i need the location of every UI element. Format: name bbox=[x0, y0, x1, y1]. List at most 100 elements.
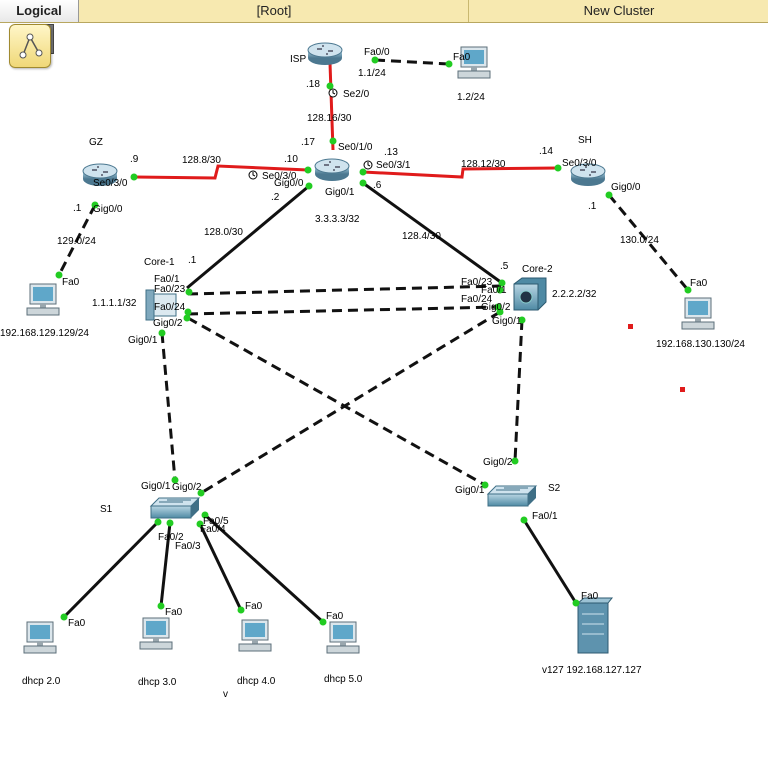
link-center-core2[interactable] bbox=[362, 181, 503, 285]
pc-sh-fa0: Fa0 bbox=[690, 278, 708, 289]
core2-fa01: Fa0/1 bbox=[481, 285, 507, 296]
ethernet-links bbox=[62, 181, 578, 624]
logical-tab[interactable]: Logical bbox=[0, 0, 79, 22]
pc-dhcp5[interactable] bbox=[326, 621, 360, 654]
link-center-core1[interactable] bbox=[186, 184, 310, 290]
link-s1-pc1[interactable] bbox=[62, 520, 160, 619]
center-2: .2 bbox=[271, 192, 280, 203]
s1-fa04: Fa0/4 bbox=[200, 524, 226, 535]
topology-nav-icon bbox=[19, 33, 43, 59]
link-s1-pc4[interactable] bbox=[203, 513, 325, 624]
isp-link-net: 128.16/30 bbox=[307, 113, 352, 124]
s1-fa03: Fa0/3 bbox=[175, 541, 201, 552]
center-gig00: Gig0/0 bbox=[274, 178, 304, 189]
center-gig01: Gig0/1 bbox=[325, 187, 355, 198]
s1-gig01: Gig0/1 bbox=[141, 481, 171, 492]
pc-gz-fa0: Fa0 bbox=[62, 277, 80, 288]
pc-sh[interactable] bbox=[681, 297, 715, 330]
core1-gig01: Gig0/1 bbox=[128, 335, 158, 346]
sh-link-net: 128.12/30 bbox=[461, 159, 506, 170]
s1-fa05: Fa0/5 bbox=[203, 516, 229, 527]
gz-gig00: Gig0/0 bbox=[93, 204, 123, 215]
isp-router[interactable] bbox=[307, 42, 343, 66]
pc-isp-fa0: Fa0 bbox=[453, 52, 471, 63]
core1-ip: 1.1.1.1/32 bbox=[92, 298, 137, 309]
core2-name: Core-2 bbox=[522, 264, 553, 275]
link-s2-server[interactable] bbox=[522, 519, 578, 604]
gz-name: GZ bbox=[89, 137, 103, 148]
link-center-sh[interactable] bbox=[362, 166, 559, 179]
link-core2-s1[interactable] bbox=[200, 310, 501, 495]
sh-14: .14 bbox=[539, 146, 553, 157]
center-se031: Se0/3/1 bbox=[376, 160, 411, 171]
root-breadcrumb[interactable]: [Root] bbox=[80, 0, 469, 22]
isp-name: ISP bbox=[290, 54, 306, 65]
red-marker bbox=[628, 324, 633, 329]
isp-fa00: Fa0/0 bbox=[364, 47, 390, 58]
center-ip: 3.3.3.3/32 bbox=[315, 214, 360, 225]
s2-name: S2 bbox=[548, 483, 561, 494]
center-17: .17 bbox=[301, 137, 315, 148]
s2-fa01: Fa0/1 bbox=[532, 511, 558, 522]
center-router[interactable] bbox=[314, 158, 350, 182]
stray-text: v bbox=[223, 689, 228, 700]
core1-fa023: Fa0/23 bbox=[154, 284, 186, 295]
server[interactable] bbox=[576, 597, 614, 654]
gz-1: .1 bbox=[73, 203, 82, 214]
new-cluster-button[interactable]: New Cluster bbox=[583, 3, 655, 18]
link-s1-pc3[interactable] bbox=[198, 523, 243, 611]
core1-switch[interactable] bbox=[145, 289, 177, 321]
workspace-toolbar: Logical [Root] New Cluster bbox=[0, 0, 768, 23]
link-core1-s1[interactable] bbox=[160, 332, 177, 481]
link-core1-core2-fa23[interactable] bbox=[187, 284, 501, 296]
center-13: .13 bbox=[384, 147, 398, 158]
pc-gz[interactable] bbox=[26, 283, 60, 316]
s2-gig01: Gig0/1 bbox=[455, 485, 485, 496]
pc-dhcp3-name: dhcp 3.0 bbox=[138, 677, 177, 688]
isp-net: 1.1/24 bbox=[358, 68, 386, 79]
core2-5: .5 bbox=[500, 261, 509, 272]
core1-fa024: Fa0/24 bbox=[154, 302, 186, 313]
core2-fa023: Fa0/23 bbox=[461, 277, 493, 288]
link-core1-core2-fa24[interactable] bbox=[187, 305, 499, 316]
s2-switch[interactable] bbox=[487, 485, 537, 507]
port-status-lights bbox=[55, 56, 692, 626]
pc-dhcp5-name: dhcp 5.0 bbox=[324, 674, 363, 685]
s1-name: S1 bbox=[100, 504, 113, 515]
gz-se030: Se0/3/0 bbox=[93, 178, 128, 189]
core2-ip: 2.2.2.2/32 bbox=[552, 289, 597, 300]
link-core2-s2[interactable] bbox=[513, 319, 524, 462]
core2-gig01: Gig0/1 bbox=[492, 316, 522, 327]
link-isp-pc[interactable] bbox=[374, 58, 450, 66]
clock-icon bbox=[248, 88, 373, 180]
sh-se030: Se0/3/0 bbox=[562, 158, 597, 169]
isp-18: .18 bbox=[306, 79, 320, 90]
s2-gig02: Gig0/2 bbox=[483, 457, 513, 468]
gz-9: .9 bbox=[130, 154, 139, 165]
link-sh-pc[interactable] bbox=[607, 194, 690, 291]
center-se010: Se0/1/0 bbox=[338, 142, 373, 153]
red-marker bbox=[680, 387, 685, 392]
core2-switch[interactable] bbox=[513, 277, 547, 311]
sh-name: SH bbox=[578, 135, 592, 146]
link-gz-pc[interactable] bbox=[57, 204, 97, 276]
pc-isp-ip: 1.2/24 bbox=[457, 92, 485, 103]
pc-dhcp2-fa0: Fa0 bbox=[68, 618, 86, 629]
center-6: .6 bbox=[373, 180, 382, 191]
pc-dhcp4[interactable] bbox=[238, 619, 272, 652]
pc-dhcp2[interactable] bbox=[23, 621, 57, 654]
gz-lan: 129.0/24 bbox=[57, 236, 96, 247]
link-isp-center[interactable] bbox=[328, 62, 335, 151]
s1-switch[interactable] bbox=[150, 497, 200, 519]
link-s1-pc2[interactable] bbox=[159, 522, 172, 607]
center-10: .10 bbox=[284, 154, 298, 165]
crossover-links bbox=[57, 58, 690, 495]
core1-fa01: Fa0/1 bbox=[154, 274, 180, 285]
pc-gz-ip: 192.168.129.129/24 bbox=[0, 328, 89, 339]
pc-dhcp3[interactable] bbox=[139, 617, 173, 650]
link-core1-s2[interactable] bbox=[187, 316, 486, 487]
navigation-panel-button[interactable] bbox=[9, 24, 51, 68]
center-se030: Se0/3/0 bbox=[262, 171, 297, 182]
link-gz-center[interactable] bbox=[134, 164, 309, 180]
